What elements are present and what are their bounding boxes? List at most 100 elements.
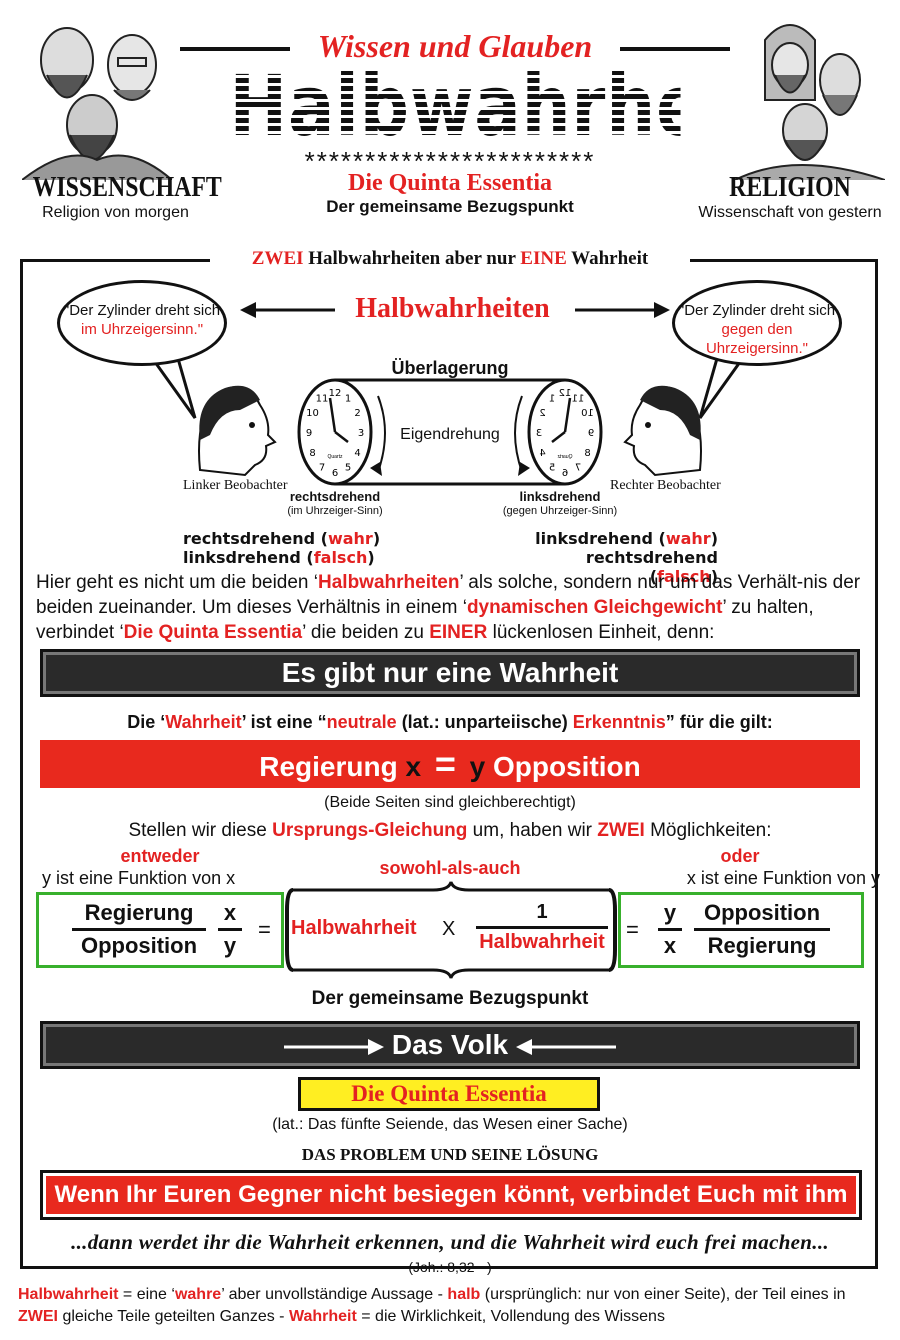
clock-numeral: 8 (309, 448, 315, 459)
oder-label: oder (720, 846, 760, 866)
header-rule-left (180, 47, 290, 51)
left-heading: WISSENSCHAFT Religion von morgen (18, 172, 222, 222)
wl-a: Die ‘ (127, 712, 166, 732)
gleichberechtigt-note: (Beide Seiten sind gleichberechtigt) (324, 794, 576, 811)
ft-b: = eine ‘ (118, 1286, 175, 1303)
left-stmt2-text: linksdrehend ( (183, 548, 314, 567)
left-speech-bubble: "Der Zylinder dreht sich im Uhrzeigersin… (57, 280, 227, 366)
right-speech-bubble: "Der Zylinder dreht sich gegen den Uhrze… (672, 280, 842, 366)
left-stmt2-value: falsch (313, 548, 368, 567)
para-text-3: ’ zu halten, verbindet ‘ (36, 597, 814, 643)
das-volk-banner: Das Volk (40, 1021, 860, 1069)
right-stmt2-value: falsch (657, 567, 711, 586)
header-quinta: Die Quinta Essentia (347, 170, 553, 196)
left-direction-sub: (im Uhrzeiger-Sinn) (287, 505, 383, 517)
wahrheit-definition: Die ‘Wahrheit’ ist eine “neutrale (lat.:… (40, 712, 860, 733)
clock-numeral: 2 (354, 408, 360, 419)
wissenschaft-title: WISSENSCHAFT (32, 172, 222, 203)
caption-text-a: Halbwahrheiten aber nur (303, 248, 521, 269)
religion-subtitle: Wissenschaft von gestern (698, 204, 882, 221)
right-frac-y: y (658, 900, 682, 931)
left-statement-2: linksdrehend (falsch) (183, 548, 380, 567)
st-e: Möglichkeiten: (644, 820, 772, 841)
header-subtitle: Wissen und Glauben (317, 28, 593, 64)
left-fraction-names: Regierung Opposition (72, 900, 206, 959)
volk-left-arrow-icon (516, 1038, 617, 1055)
st-zwei: ZWEI (597, 820, 645, 841)
bezugspunkt-label: Der gemeinsame Bezugspunkt (311, 988, 589, 1009)
eq-opposition: Opposition (493, 751, 641, 782)
clock-numeral: 7 (319, 463, 325, 474)
reciprocal-halbwahrheit: Halbwahrheit (479, 931, 605, 953)
frame-caption: ZWEI Halbwahrheiten aber nur EINE Wahrhe… (210, 248, 690, 270)
left-statement-1: rechtsdrehend (wahr) (183, 529, 380, 548)
stellen-line: Stellen wir diese Ursprungs-Gleichung um… (40, 820, 860, 842)
left-bubble-line2: im Uhrzeigersinn." (80, 321, 204, 338)
para-em-quinta: Die Quinta Essentia (123, 622, 303, 643)
caption-zwei: ZWEI (251, 248, 304, 269)
clock-numeral: 10 (581, 408, 594, 419)
right-stmt2-text: rechtsdrehend ( (585, 548, 718, 586)
right-direction: linksdrehend (519, 489, 601, 504)
eq-equals: = (434, 743, 456, 784)
religious-figures-portrait (735, 24, 885, 180)
clock-numeral: 10 (306, 408, 319, 419)
quote-reference: (Joh.: 8,32 - ) (408, 1259, 492, 1275)
left-stmt1-text: rechtsdrehend ( (183, 529, 328, 548)
left-frac-x: x (218, 900, 242, 931)
left-bubble-line1: "Der Zylinder dreht sich (63, 302, 221, 319)
wl-wahrheit: Wahrheit (165, 712, 242, 732)
clock-numeral: 1 (549, 393, 555, 404)
quinta-translation: (lat.: Das fünfte Seiende, das Wesen ein… (272, 1116, 628, 1133)
caption-text-b: Wahrheit (566, 248, 649, 269)
para-em-gleichgewicht: dynamischen Gleichgewicht (466, 597, 723, 618)
left-frac-regierung: Regierung (72, 900, 206, 931)
eq-y: y (469, 751, 486, 782)
multiply-sign: X (442, 918, 456, 940)
ft-halb: halb (447, 1286, 481, 1303)
volk-text: Das Volk (391, 1029, 509, 1060)
footer-definition: Halbwahrheit = eine ‘wahre’ aber unvolls… (18, 1284, 888, 1328)
right-heading: RELIGION Wissenschaft von gestern (690, 172, 890, 222)
eq-x: x (405, 751, 422, 782)
right-frac-regierung: Regierung (707, 933, 817, 958)
left-fraction-vars: x y (218, 900, 242, 959)
right-clock-brand: Quartz (557, 454, 573, 460)
eigendrehung-label: Eigendrehung (400, 426, 500, 443)
right-direction-sub: (gegen Uhrzeiger-Sinn) (502, 505, 618, 517)
clock-numeral: 5 (345, 463, 351, 474)
clock-numeral: 8 (584, 448, 590, 459)
clock-numeral: 12 (329, 388, 342, 399)
left-clock-brand: Quartz (327, 454, 343, 460)
clock-numeral: 3 (536, 428, 542, 439)
wl-e: (lat.: unparteiische) (396, 712, 573, 732)
header-bezugspunkt: Der gemeinsame Bezugspunkt (326, 197, 574, 216)
right-statements: linksdrehend (wahr) rechtsdrehend (falsc… (528, 529, 718, 586)
clock-numeral: 11 (572, 393, 585, 404)
clock-numeral: 5 (549, 463, 555, 474)
right-fraction-names: Opposition Regierung (694, 900, 830, 959)
eq-regierung: Regierung (259, 751, 398, 782)
wl-c: ’ ist eine “ (241, 712, 327, 732)
para-text-1: Hier geht es nicht um die beiden ‘ (36, 572, 318, 593)
nur-eine-wahrheit-banner: Es gibt nur eine Wahrheit (40, 649, 860, 697)
clock-numeral: 12 (559, 388, 572, 399)
st-c: um, haben wir (467, 820, 598, 841)
caption-eine: EINE (520, 248, 567, 269)
explanation-paragraph: Hier geht es nicht um die beiden ‘Halbwa… (36, 570, 872, 645)
ft-zwei: ZWEI (18, 1308, 58, 1325)
scientists-portrait (22, 27, 172, 180)
quinta-essentia-box: Die Quinta Essentia (298, 1077, 600, 1111)
para-text-2: ’ als solche, sondern nur um das Verhält… (36, 572, 861, 618)
clock-numeral: 4 (539, 448, 545, 459)
bible-quote: ...dann werdet ihr die Wahrheit erkennen… (71, 1230, 829, 1254)
sowohl-label: sowohl-als-auch (379, 858, 521, 878)
right-bubble-line2: gegen den Uhrzeigersinn." (705, 321, 809, 357)
left-arrow-icon (240, 302, 335, 318)
volk-right-arrow-icon (283, 1038, 384, 1055)
right-statement-2: rechtsdrehend (falsch) (528, 548, 718, 586)
left-direction: rechtsdrehend (289, 489, 381, 504)
ft-wahrheit: Wahrheit (288, 1308, 357, 1325)
